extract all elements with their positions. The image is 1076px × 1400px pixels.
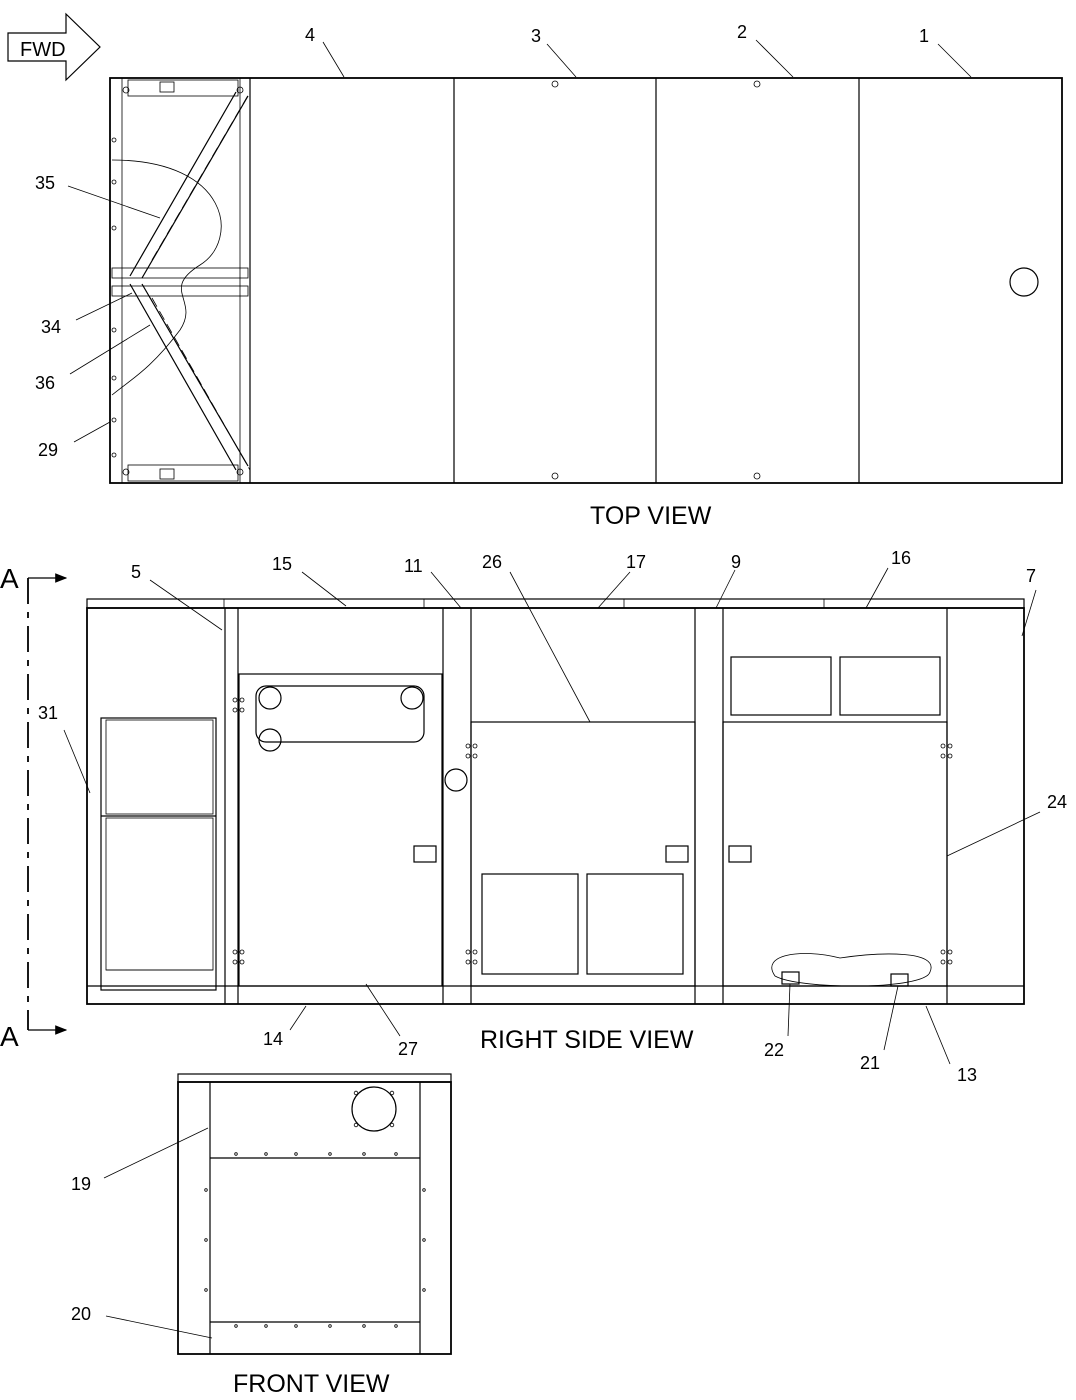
callout-5: 5 <box>131 562 141 582</box>
top-view-title: TOP VIEW <box>590 502 712 530</box>
callout-1: 1 <box>919 26 929 46</box>
front-view: 19 20 FRONT VIEW <box>71 1073 452 1398</box>
front-enclosure-outline <box>177 1081 452 1355</box>
callout-15: 15 <box>272 554 292 574</box>
callout-35: 35 <box>35 173 55 193</box>
callout-26: 26 <box>482 552 502 572</box>
right-side-view: A A <box>0 548 1067 1085</box>
callout-27: 27 <box>398 1039 418 1059</box>
callout-24: 24 <box>1047 792 1067 812</box>
end-frame <box>111 78 251 483</box>
side-enclosure-outline <box>86 607 1025 1005</box>
callout-2: 2 <box>737 22 747 42</box>
callout-13: 13 <box>957 1065 977 1085</box>
fwd-arrow-icon <box>7 12 101 82</box>
callout-9: 9 <box>731 552 741 572</box>
front-view-title: FRONT VIEW <box>233 1370 390 1398</box>
callout-31: 31 <box>38 703 58 723</box>
callout-22: 22 <box>764 1040 784 1060</box>
top-enclosure-outline <box>109 77 1063 484</box>
callout-17: 17 <box>626 552 646 572</box>
front-exhaust-icon <box>351 1086 397 1132</box>
callout-34: 34 <box>41 317 61 337</box>
callout-3: 3 <box>531 26 541 46</box>
section-marker-bottom: A <box>0 1021 19 1052</box>
right-side-view-title: RIGHT SIDE VIEW <box>480 1026 694 1054</box>
callout-36: 36 <box>35 373 55 393</box>
access-door-3 <box>722 721 948 987</box>
callout-11: 11 <box>404 556 423 576</box>
top-view: FWD <box>7 12 1063 530</box>
access-door-2 <box>470 721 696 987</box>
callout-14: 14 <box>263 1029 283 1049</box>
callout-16: 16 <box>891 548 911 568</box>
callout-7: 7 <box>1026 566 1036 586</box>
fwd-label: FWD <box>20 39 66 61</box>
callout-19: 19 <box>71 1174 91 1194</box>
access-door-1 <box>238 673 443 987</box>
callout-4: 4 <box>305 25 315 45</box>
callout-21: 21 <box>860 1053 880 1073</box>
section-marker-top: A <box>0 563 19 594</box>
callout-20: 20 <box>71 1304 91 1324</box>
callout-29: 29 <box>38 440 58 460</box>
exhaust-opening-icon <box>1009 267 1039 297</box>
